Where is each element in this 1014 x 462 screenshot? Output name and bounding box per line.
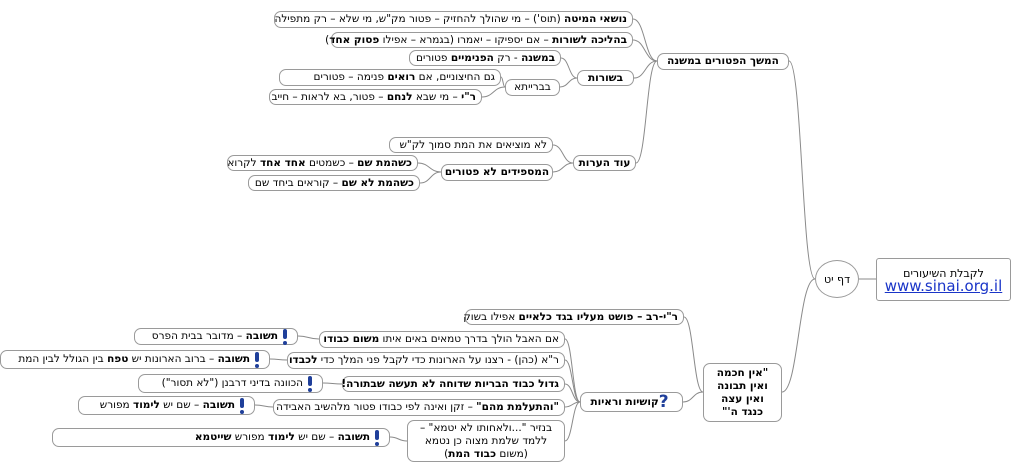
answer-rabbinic-laws: הכוונה בדיני דרבנן ("לא תסור"): [138, 374, 323, 393]
edge-root-bottom: [781, 278, 816, 393]
exclamation-icon: [307, 375, 313, 392]
exclamation-icon: [254, 351, 260, 368]
nazir-line-3: (משום כבוד המת): [444, 447, 528, 460]
exclamation-icon: [282, 328, 288, 345]
leaf-human-dignity: גדול כבוד הבריות שדוחה לא תעשה שבתורה!: [341, 376, 565, 392]
edge-k-k5: [564, 401, 581, 408]
edge-k-k6: [564, 401, 581, 442]
leaf-lost-object: "והתעלמת מהם" – זקן ואינה לפי כבודו פטור…: [273, 399, 565, 416]
answer-explicit-derivation: תשובה – שם יש לימוד מפורש: [78, 396, 255, 415]
edge-k-k2: [564, 338, 581, 403]
leaf-dead-absent: כשהמת לא שם – קוראים ביחד שם: [248, 175, 420, 191]
branch-more-notes: עוד הערות: [573, 155, 636, 171]
edge-root-top: [788, 60, 816, 280]
lessons-link-box: לקבלת השיעורים www.sinai.org.il: [876, 258, 1011, 301]
edge-k5-ans: [254, 404, 274, 408]
leaf-rabbi-elazar-coffins: ר"א (כהן) - רצנו על הארונות כדי לקבל פני…: [287, 352, 565, 369]
edge-k3-ans: [269, 358, 288, 361]
leaf-walking-lines: בהליכה לשורות – אם יספיקו – יאמרו (בגמרא…: [325, 32, 633, 48]
edge-bottom-k1: [683, 316, 704, 393]
root-label: דף יט: [823, 272, 851, 286]
edge-top-notes: [635, 60, 658, 164]
branch-no-wisdom: "אין חכמה ואין תבונה ואין עצה כנגד ה'": [703, 363, 782, 422]
sinai-link[interactable]: www.sinai.org.il: [884, 276, 1003, 295]
answer-beit-hapras: תשובה – מדובר בבית הפרס: [134, 328, 298, 345]
edge-shurot-mishna: [560, 57, 578, 79]
question-icon: ?: [658, 391, 669, 412]
nazir-line-2: ללמד שלמת מצוה כן נטמא: [424, 434, 548, 447]
branch-exemptions-mishna: המשך הפטורים במשנה: [657, 53, 789, 70]
leaf-rabbi-comfort: ר"י – מי שבא לנחם – פטור, בא לראות – חיי…: [269, 89, 482, 105]
edge-top-shurot: [633, 60, 658, 79]
answer-tefach: תשובה – ברוב הארונות יש טפח בין הגולל לב…: [0, 350, 270, 369]
edge-k-k4: [564, 383, 581, 403]
edge-bottom-kushiyot: [682, 391, 704, 403]
answer-shall-defile: תשובה – שם יש לימוד מפורש שייטמא: [52, 428, 390, 447]
edge-maspidim-t7: [417, 162, 442, 173]
edge-notes-t6: [552, 144, 574, 164]
edge-k4-ans: [322, 382, 343, 385]
leaf-outer-seeing: גם החיצוניים, אם רואים פנימה – פטורים: [279, 69, 501, 86]
edge-top-t1: [632, 18, 658, 62]
leaf-nazir-met-mitzva: בנזיר "...ולאחותו לא יטמא" – ללמד שלמת מ…: [407, 420, 565, 462]
exclamation-icon: [374, 429, 380, 446]
edge-notes-maspidim: [552, 162, 574, 173]
edge-maspidim-t8: [419, 171, 442, 184]
nazir-line-1: בנזיר "...ולאחותו לא יטמא" –: [419, 421, 553, 434]
exclamation-icon: [239, 397, 245, 414]
lessons-title: לקבלת השיעורים: [903, 266, 984, 280]
leaf-mourner-road: אם האבל הולך בדרך טמאים באים איתו משום כ…: [319, 331, 565, 348]
root-node: דף יט: [815, 260, 859, 298]
edge-baraita-t5: [481, 86, 506, 98]
edge-k-k3: [564, 359, 581, 403]
edge-k2-ans: [297, 335, 320, 340]
leaf-dead-present: כשהמת שם – כשמטים אחד אחד לקרוא: [227, 155, 418, 171]
leaf-no-burial-near-shema: לא מוציאים את המת סמוך לק"ש: [389, 137, 553, 153]
edge-shurot-baraita: [559, 77, 578, 88]
branch-shurot: בשורות: [577, 70, 634, 86]
branch-baraita: בברייתא: [505, 79, 560, 96]
leaf-mita-bearers: נושאי המיטה (תוס') – מי שהולך להחזיק – פ…: [274, 11, 633, 28]
edge-top-t2: [632, 39, 658, 62]
branch-eulogizers: המספידים לא פטורים: [441, 164, 553, 181]
leaf-rabbi-kilayim: ר"י-רב – פושט מעליו בגד כלאיים אפילו בשו…: [463, 309, 684, 325]
branch-questions-proofs: ? קושיות וראיות: [580, 392, 683, 412]
leaf-mishna-inner: במשנה - רק הפנימיים פטורים: [409, 50, 561, 66]
edge-k6-ans: [389, 436, 408, 442]
